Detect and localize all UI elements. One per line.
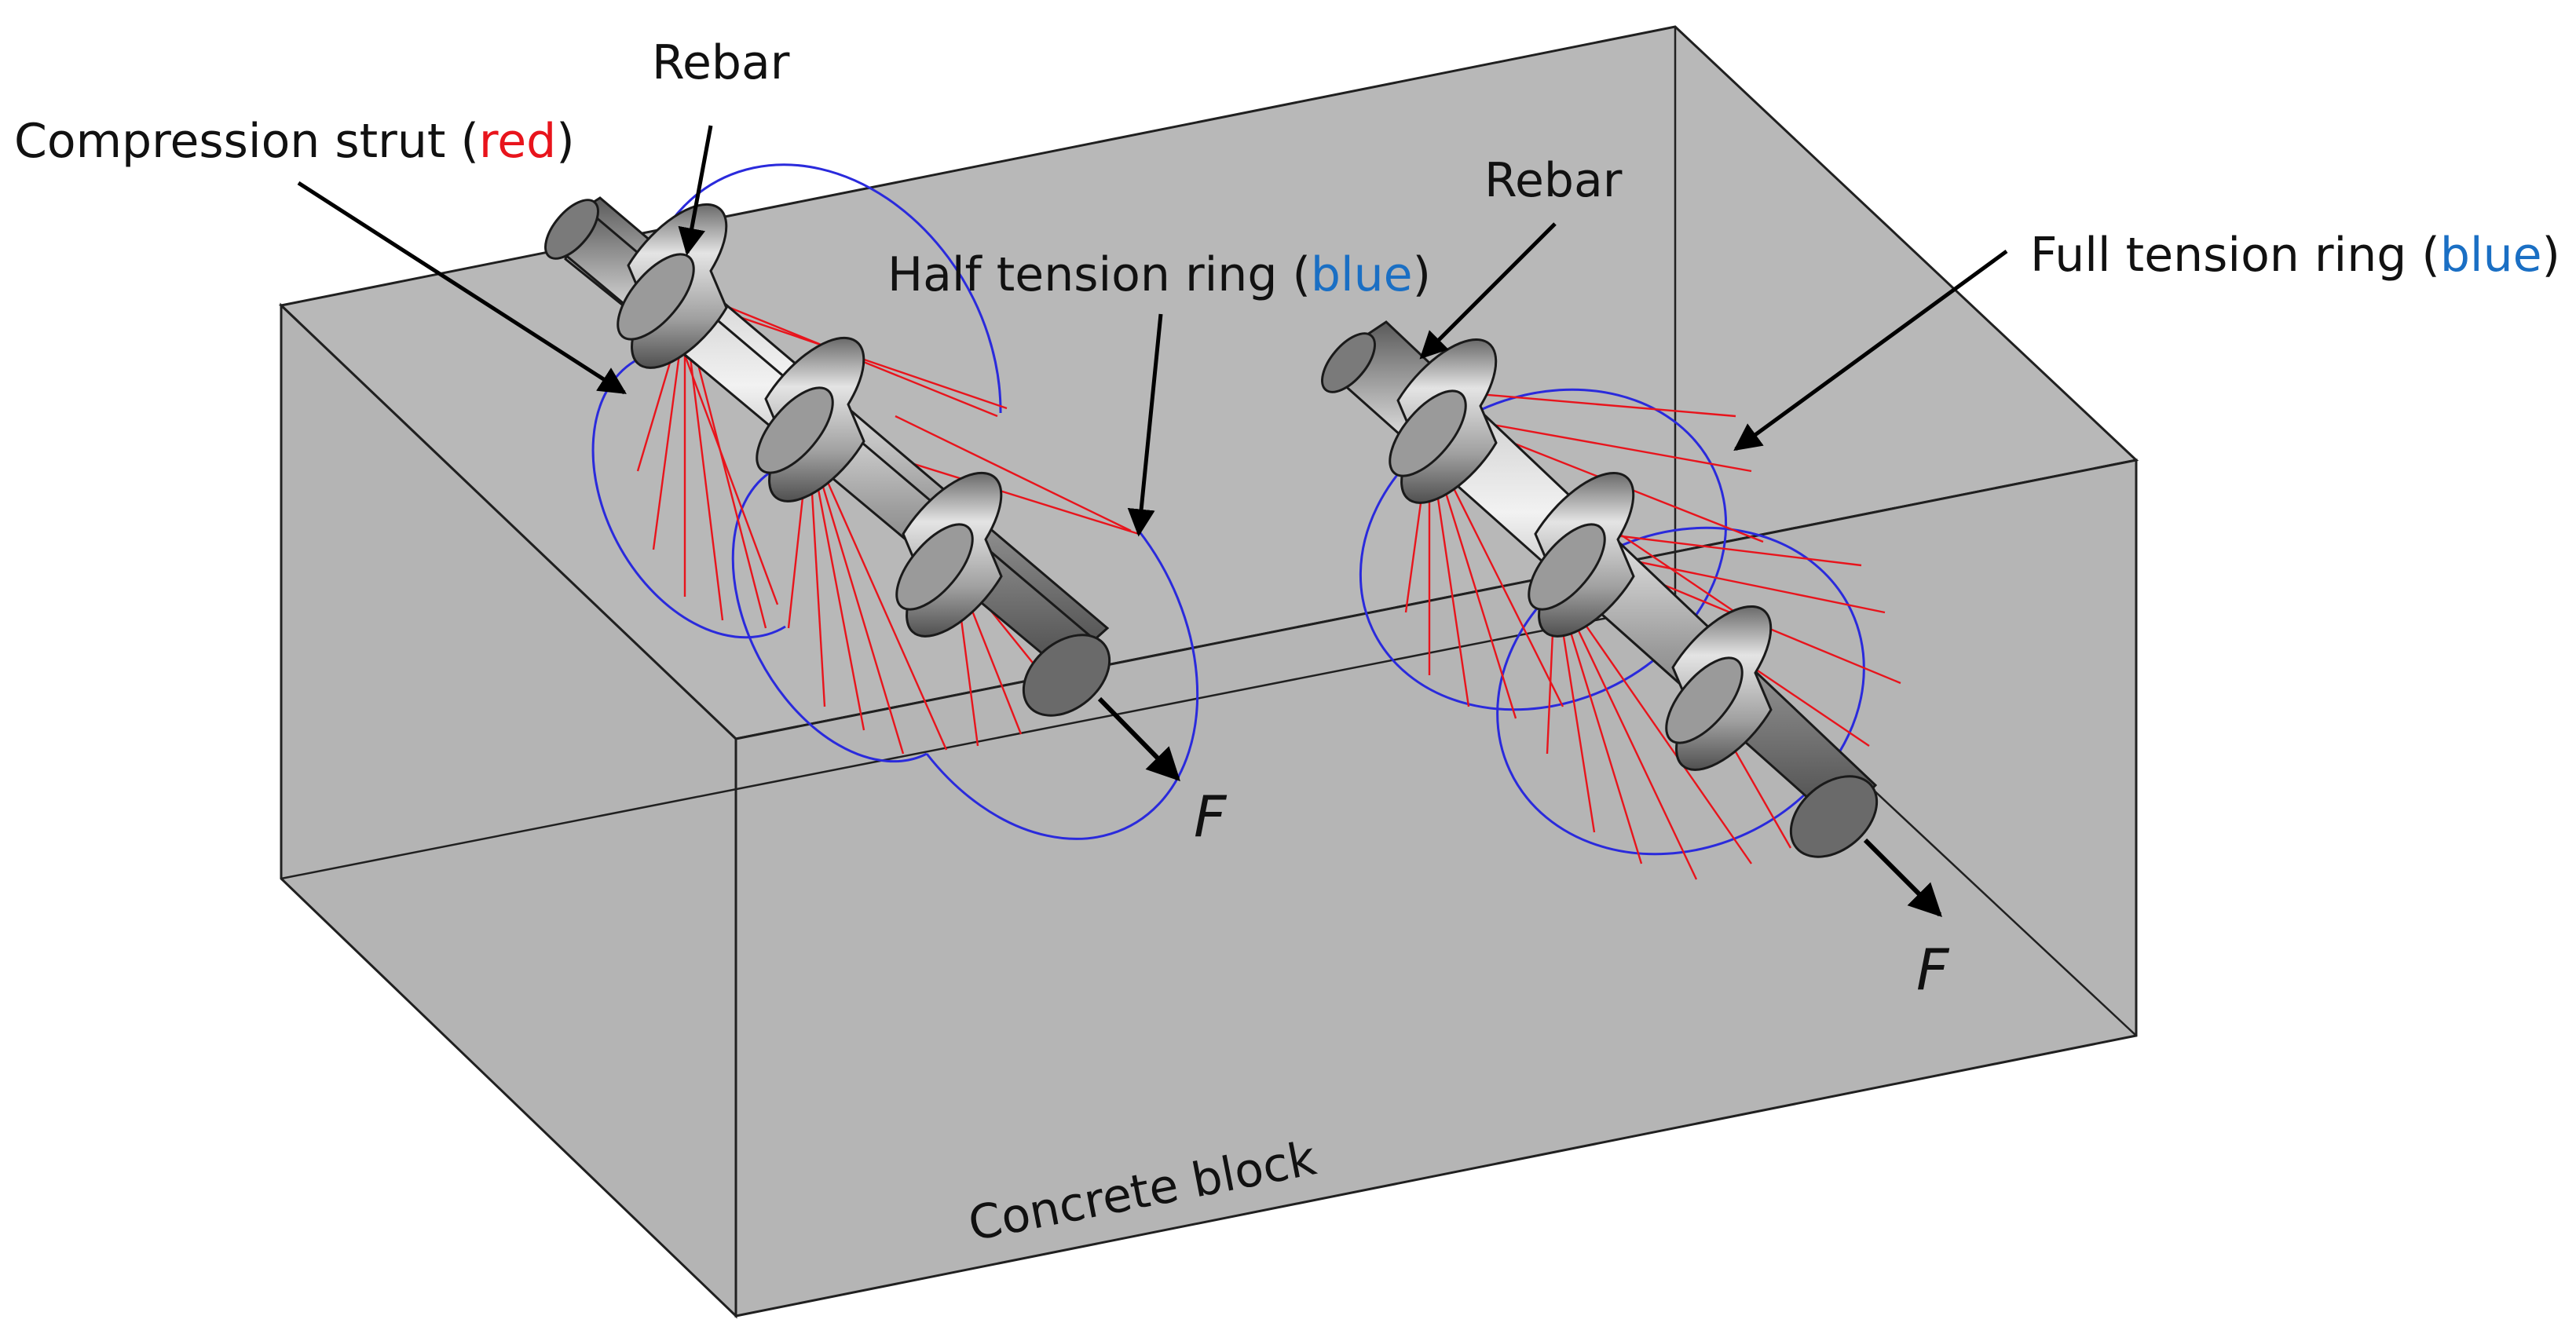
rebar-end-cap — [1321, 332, 1376, 393]
force-label-right: F — [1916, 937, 1950, 1003]
half-tension-ring — [925, 530, 1199, 840]
arrow-icon — [678, 125, 713, 256]
rebar-label-left: Rebar — [652, 35, 790, 90]
annotations: Compression strut (red) Rebar Half tensi… — [14, 35, 2560, 1252]
arrow-icon — [297, 181, 627, 395]
rebar-front-cap — [1022, 634, 1111, 717]
half-tension-ring — [591, 360, 786, 639]
arrow-icon — [1097, 696, 1180, 781]
compression-strut-label: Compression strut (red) — [14, 114, 575, 169]
full-tension-ring-label: Full tension ring (blue) — [2030, 228, 2560, 283]
half-tension-ring — [731, 466, 928, 763]
rebar-front-cap — [1789, 775, 1879, 858]
arrow-icon — [1127, 313, 1163, 537]
rebar-label-right: Rebar — [1484, 153, 1623, 208]
label-leaders — [297, 125, 2008, 537]
arrow-icon — [1863, 838, 1942, 917]
force-label-left: F — [1194, 784, 1228, 850]
block-hidden-edge — [280, 603, 1676, 880]
right-rebar-assembly — [1321, 320, 1942, 917]
half-tension-ring-label: Half tension ring (blue) — [887, 247, 1431, 302]
arrow-icon — [1419, 222, 1557, 360]
ribbed-bar-icon — [1389, 338, 1773, 771]
rebar-end-cap — [544, 199, 599, 260]
arrow-icon — [1733, 249, 2008, 451]
